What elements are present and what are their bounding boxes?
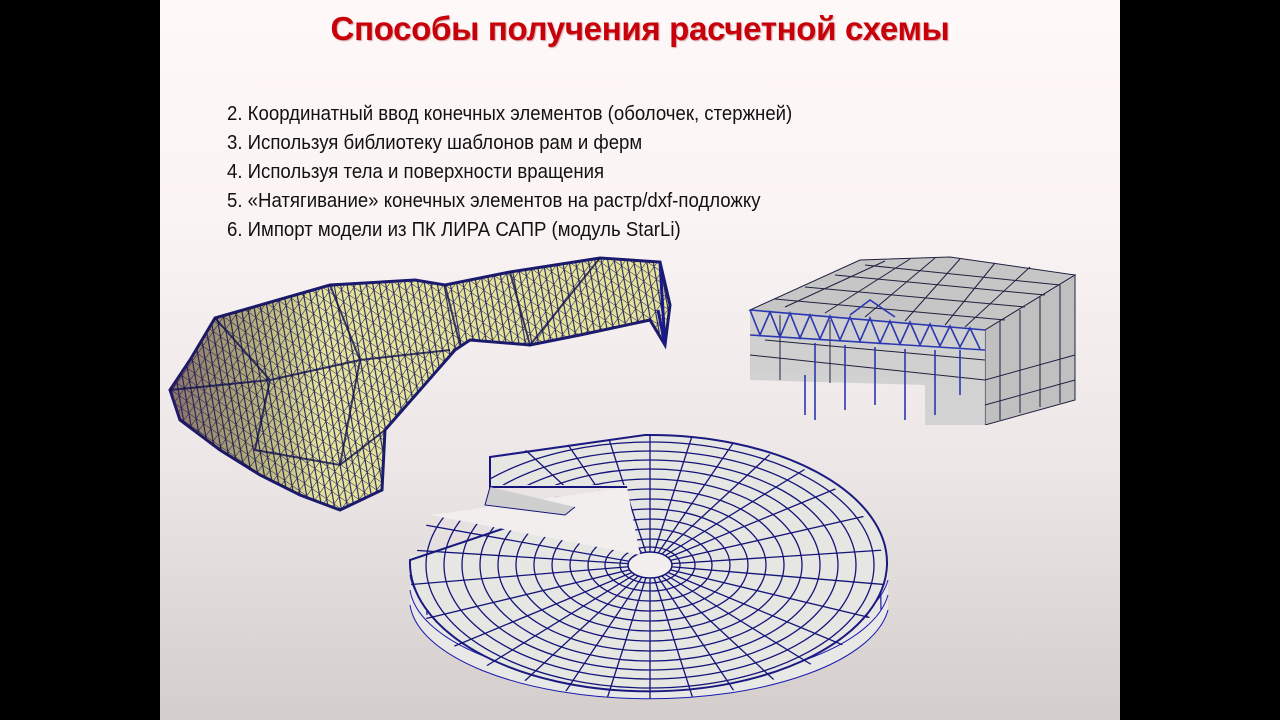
presentation-slide: Способы получения расчетной схемы 2. Коо…: [160, 0, 1120, 720]
frame-truss-building-model: [748, 256, 1077, 425]
circular-revolution-surface-model: [408, 433, 889, 700]
list-item: 4. Используя тела и поверхности вращения: [227, 161, 605, 183]
shell-roof-mesh-model: [168, 256, 672, 512]
list-item: 3. Используя библиотеку шаблонов рам и ф…: [227, 132, 643, 154]
list-item: 5. «Натягивание» конечных элементов на р…: [227, 190, 761, 212]
slide-title: Способы получения расчетной схемы: [330, 10, 950, 47]
methods-list: 2. Координатный ввод конечных элементов …: [227, 100, 792, 245]
list-item: 2. Координатный ввод конечных элементов …: [227, 103, 793, 125]
list-item: 6. Импорт модели из ПК ЛИРА САПР (модуль…: [227, 219, 681, 241]
